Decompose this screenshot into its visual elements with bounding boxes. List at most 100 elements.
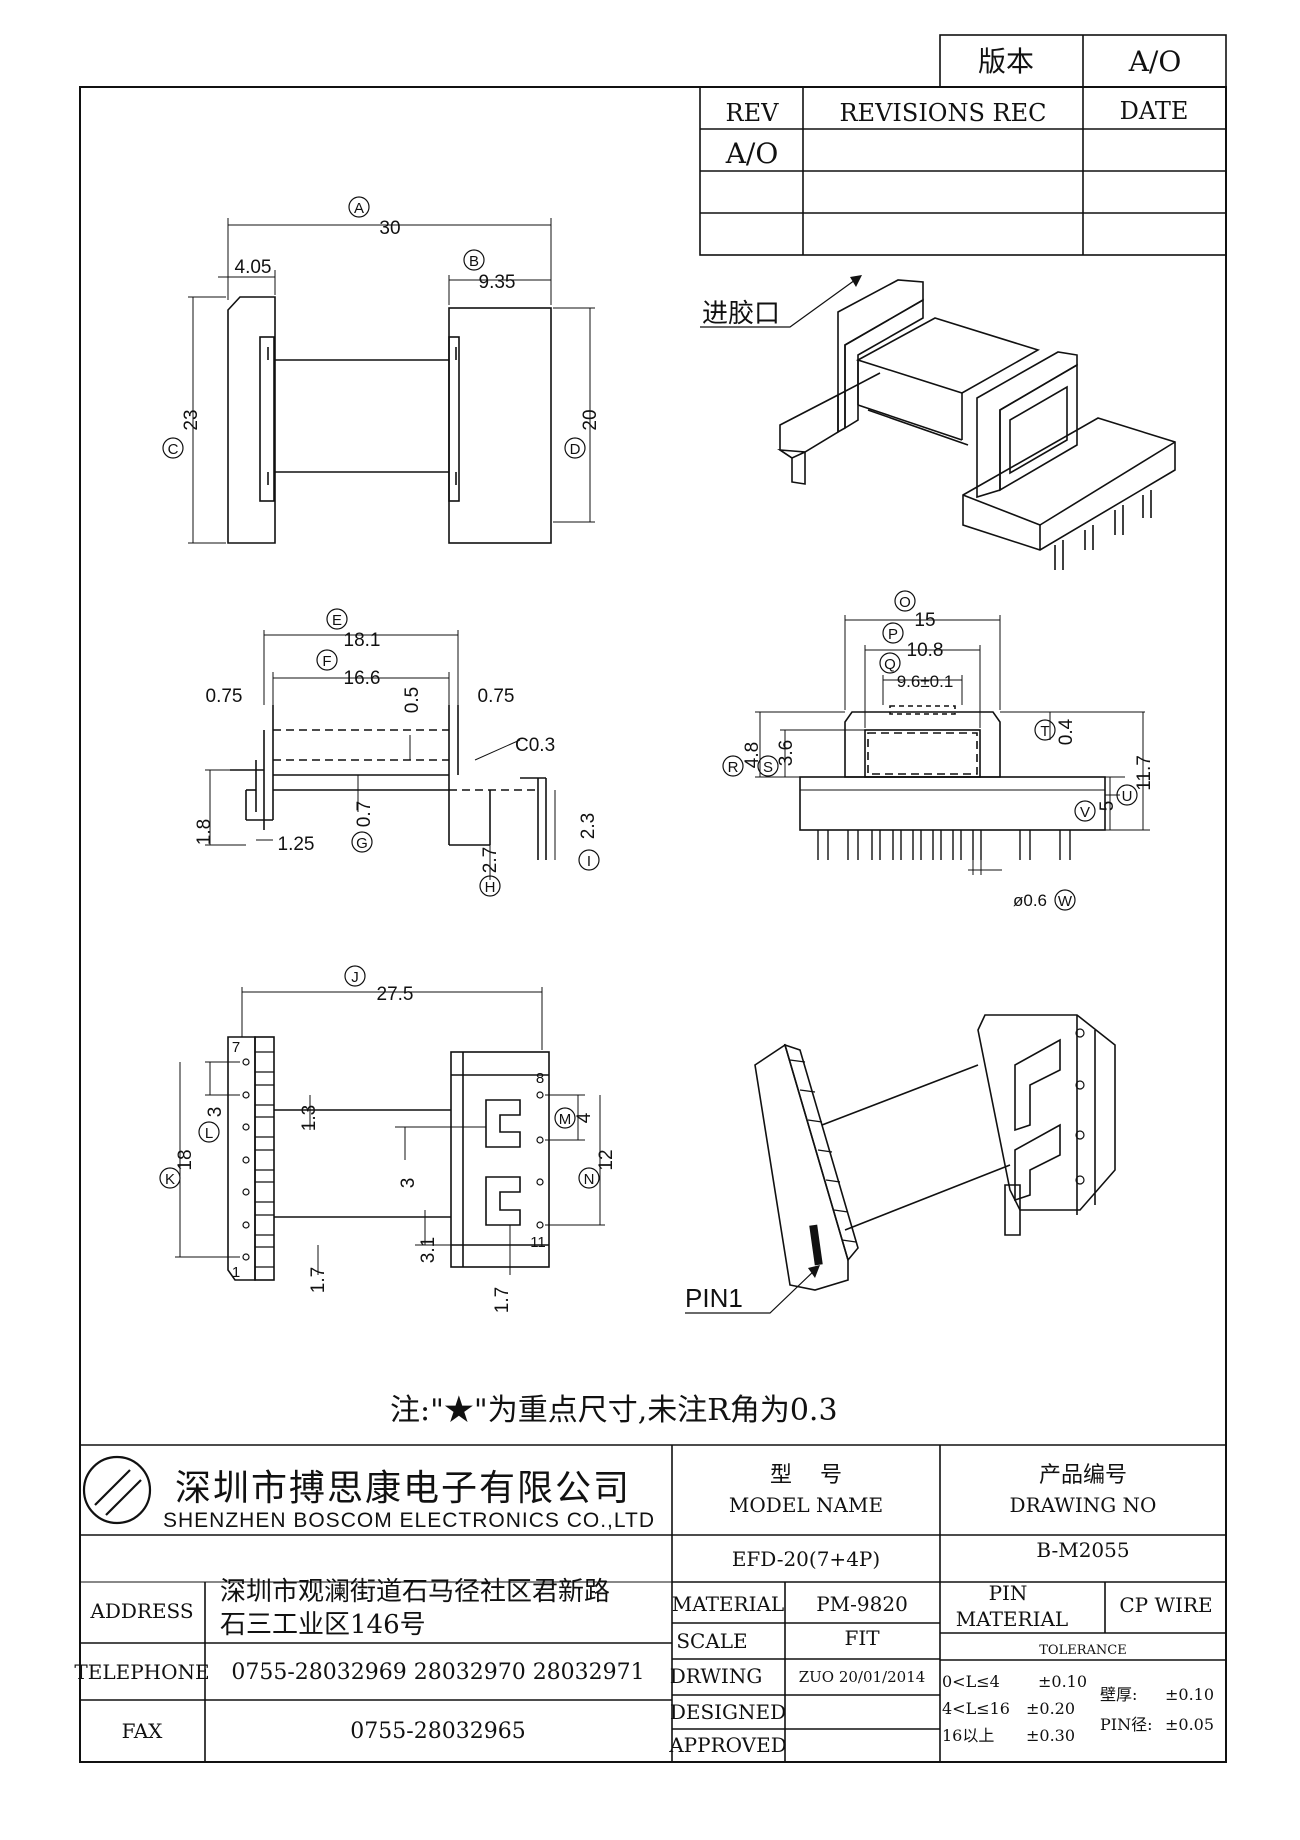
dim-k: 18 — [175, 1149, 196, 1170]
pin-8: 8 — [536, 1070, 544, 1087]
approved-label: APPROVED — [668, 1733, 787, 1757]
circle-f: F — [322, 653, 331, 670]
address-line-1: 深圳市观澜街道石马径社区君新路 — [220, 1577, 610, 1607]
dim-t: 0.4 — [1056, 718, 1077, 745]
pin-1: 1 — [232, 1264, 240, 1281]
dim-1-7-left: 1.7 — [308, 1267, 329, 1293]
circle-q: Q — [884, 656, 896, 673]
circle-j: J — [351, 969, 359, 986]
circle-k: K — [165, 1171, 175, 1188]
dim-3-1: 3.1 — [418, 1237, 439, 1263]
tolerance-label: TOLERANCE — [1039, 1643, 1126, 1658]
circle-a: A — [354, 200, 364, 217]
revisions-table: REV REVISIONS REC DATE A/O — [699, 86, 1227, 256]
dim-n: 12 — [596, 1149, 617, 1170]
dim-4-05: 4.05 — [235, 257, 272, 278]
wall-thickness-label: 壁厚: — [1100, 1685, 1137, 1704]
circle-c: C — [168, 441, 179, 458]
dim-2-7: 2.7 — [480, 847, 501, 873]
note-text: 注:"★"为重点尺寸,未注R角为0.3 — [390, 1393, 838, 1428]
fax-label: FAX — [122, 1719, 164, 1743]
pin-material-label-2: MATERIAL — [956, 1607, 1068, 1631]
circle-p: P — [888, 626, 898, 643]
dim-a: 30 — [379, 218, 400, 239]
front-view: O 15 P 10.8 Q 9.6±0.1 T 0.4 4.8 R 3.6 S … — [722, 590, 1155, 911]
tol-range-1: 0<L≤4 — [942, 1672, 1000, 1691]
company-name-cn: 深圳市搏思康电子有限公司 — [175, 1468, 631, 1509]
dim-d: 20 — [580, 409, 601, 430]
circle-o: O — [899, 594, 911, 611]
circle-g: G — [356, 835, 368, 852]
version-box: 版本 A/O — [939, 34, 1227, 88]
pin-material-label-1: PIN — [989, 1581, 1028, 1605]
circle-b: B — [469, 253, 479, 270]
address-label: ADDRESS — [89, 1599, 193, 1623]
pin-11: 11 — [530, 1234, 546, 1251]
wall-thickness-value: ±0.10 — [1165, 1685, 1214, 1704]
telephone-label: TELEPHONE — [74, 1660, 209, 1684]
circle-e: E — [332, 612, 342, 629]
tol-range-2: 4<L≤16 — [942, 1699, 1010, 1718]
designed-label: DESIGNED — [670, 1700, 786, 1724]
circle-t: T — [1040, 723, 1049, 740]
dim-c: 23 — [181, 409, 202, 430]
dim-m: 4 — [574, 1112, 595, 1123]
pin-diameter-value: ±0.05 — [1165, 1715, 1214, 1734]
model-name-cn: 型 号 — [770, 1463, 842, 1488]
pin-7: 7 — [232, 1039, 240, 1056]
drawing-value: ZUO 20/01/2014 — [799, 1668, 926, 1686]
circle-s: S — [763, 759, 773, 776]
dim-1-25: 1.25 — [278, 834, 315, 855]
pin1-label: PIN1 — [685, 1283, 743, 1313]
title-block: 深圳市搏思康电子有限公司 SHENZHEN BOSCOM ELECTRONICS… — [74, 1444, 1226, 1762]
dim-1-3: 1.3 — [299, 1105, 320, 1131]
dim-e: 18.1 — [344, 630, 381, 651]
dim-left-0-75: 0.75 — [206, 686, 243, 707]
dim-1-7-right: 1.7 — [492, 1287, 513, 1313]
circle-v: V — [1080, 804, 1090, 821]
fax-value: 0755-28032965 — [350, 1719, 525, 1744]
tol-value-3: ±0.30 — [1026, 1726, 1075, 1745]
gate-label: 进胶口 — [702, 299, 780, 329]
dim-u: 11.7 — [1134, 755, 1155, 791]
version-label: 版本 — [978, 45, 1034, 78]
circle-i: I — [587, 853, 591, 870]
drawing-label: DRWING — [670, 1664, 763, 1688]
scale-value: FIT — [844, 1626, 880, 1650]
material-value: PM-9820 — [816, 1592, 908, 1616]
drawing-no-value: B-M2055 — [1036, 1538, 1129, 1562]
drawing-no-en: DRAWING NO — [1010, 1493, 1157, 1517]
dim-chamfer: C0.3 — [515, 735, 555, 756]
side-view: E 18.1 F 16.6 0.75 0.75 0.5 C0.3 1.8 1.2… — [194, 608, 600, 897]
circle-u: U — [1122, 788, 1133, 805]
dim-q: 9.6±0.1 — [897, 672, 954, 691]
dim-s: 3.6 — [776, 740, 797, 766]
tol-value-2: ±0.20 — [1026, 1699, 1075, 1718]
tol-value-1: ±0.10 — [1038, 1672, 1087, 1691]
dim-2-3: 2.3 — [578, 813, 599, 839]
dim-v: 5 — [1097, 801, 1118, 812]
dim-o: 15 — [914, 610, 935, 631]
dim-l: 3 — [205, 1107, 226, 1118]
dim-r: 4.8 — [742, 742, 763, 768]
circle-r: R — [728, 759, 739, 776]
dim-1-8: 1.8 — [194, 819, 215, 845]
dim-0-7: 0.7 — [354, 801, 375, 827]
circle-l: L — [205, 1125, 213, 1142]
rev-row-1: A/O — [725, 137, 779, 170]
circle-m: M — [559, 1111, 572, 1128]
scale-label: SCALE — [676, 1629, 747, 1653]
material-label: MATERIAL — [672, 1592, 784, 1616]
dim-p: 10.8 — [907, 640, 944, 661]
company-name-en: SHENZHEN BOSCOM ELECTRONICS CO.,LTD — [163, 1509, 655, 1532]
rev-header: REV — [726, 99, 780, 127]
top-view: A 30 4.05 B 9.35 23 C 20 D — [162, 196, 601, 544]
telephone-value: 0755-28032969 28032970 28032971 — [231, 1660, 644, 1685]
tol-range-3: 16以上 — [942, 1726, 994, 1745]
circle-w: W — [1058, 893, 1073, 910]
circle-h: H — [485, 879, 496, 896]
iso-top-view: 进胶口 — [700, 275, 1176, 570]
address-line-2: 石三工业区146号 — [220, 1610, 426, 1640]
dim-right-0-75: 0.75 — [478, 686, 515, 707]
